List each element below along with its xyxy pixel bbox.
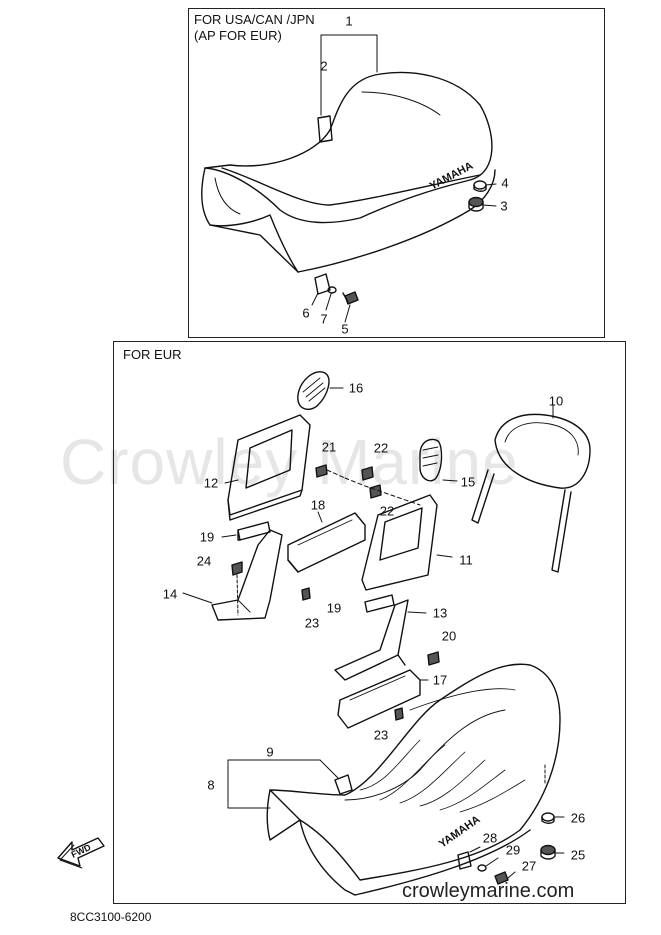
leader-group-1	[320, 34, 378, 116]
part-12-grab-bracket	[227, 414, 311, 521]
callout-17: 17	[432, 672, 448, 688]
part-26-washer	[541, 812, 555, 824]
part-22-bolt-a	[361, 466, 374, 481]
part-21-bolt	[315, 464, 346, 479]
part-19-pad-left	[237, 521, 271, 541]
part-25-grommet	[540, 844, 556, 860]
callout-20: 20	[441, 628, 457, 644]
part-3-grommet	[468, 196, 484, 212]
leaders-3-4	[482, 183, 497, 207]
part-6-bracket	[314, 273, 331, 295]
part-18-block	[287, 512, 366, 573]
callout-6: 6	[302, 305, 310, 321]
callout-22-top: 22	[373, 440, 389, 456]
callout-13: 13	[432, 605, 448, 621]
callout-11: 11	[459, 552, 473, 568]
part-28-bracket	[457, 851, 472, 870]
callout-2: 2	[320, 58, 328, 74]
yamaha-brand-top: YAMAHA	[428, 160, 475, 193]
callout-4: 4	[501, 175, 509, 191]
part-8-seat	[266, 663, 561, 896]
forward-arrow-icon	[57, 837, 105, 869]
part-16-grip	[297, 371, 330, 411]
part-9-hatch	[334, 774, 353, 795]
callout-12: 12	[203, 475, 219, 491]
callout-21: 21	[321, 439, 337, 455]
part-4-washer	[473, 180, 487, 192]
callout-9: 9	[266, 744, 274, 760]
callout-10: 10	[548, 393, 564, 409]
callout-27: 27	[521, 858, 537, 874]
callout-24: 24	[196, 553, 212, 569]
callout-3: 3	[500, 198, 508, 214]
eur-seat-panel	[113, 341, 626, 904]
callout-28: 28	[482, 830, 498, 846]
leaders-5-6-7	[311, 292, 351, 323]
callout-7: 7	[320, 311, 328, 327]
callout-5: 5	[341, 321, 349, 337]
callout-19-left: 19	[199, 529, 215, 545]
callout-19-right: 19	[326, 600, 342, 616]
region-title-usa-line2: (AP FOR EUR)	[194, 28, 282, 43]
part-23-screw-right	[394, 707, 404, 721]
callout-15: 15	[460, 474, 476, 490]
part-19-pad-right	[364, 594, 395, 613]
callout-14: 14	[162, 586, 178, 602]
part-24-screw	[231, 561, 243, 616]
part-7-washer	[327, 286, 337, 294]
top-seat-assembly	[201, 71, 496, 273]
part-23-screw-left	[301, 587, 311, 601]
callout-25: 25	[570, 847, 586, 863]
callout-8: 8	[207, 777, 215, 793]
part-15-grip	[419, 438, 443, 482]
website-watermark: crowleymarine.com	[402, 880, 575, 902]
region-title-usa-line1: FOR USA/CAN /JPN	[194, 12, 315, 27]
part-14-bracket	[211, 529, 283, 621]
yamaha-brand-bottom: YAMAHA	[437, 813, 483, 850]
callout-1: 1	[345, 13, 353, 29]
callout-29: 29	[505, 842, 521, 858]
leader-8	[227, 759, 321, 809]
part-20-screw	[427, 651, 440, 666]
part-17-block	[337, 669, 421, 729]
part-29-washer	[477, 864, 487, 872]
part-27-bolt	[494, 871, 509, 885]
part-11-grab-bracket	[361, 494, 438, 591]
usa-can-jpn-seat-panel	[188, 8, 605, 338]
region-title-eur: FOR EUR	[123, 347, 182, 362]
part-5-bolt	[342, 291, 359, 305]
part-22-bolt-b	[369, 484, 382, 499]
part-13-bracket	[334, 599, 409, 681]
callout-22-bottom: 22	[379, 503, 395, 519]
callout-23-left: 23	[304, 615, 320, 631]
callout-26: 26	[570, 810, 586, 826]
part-10-backrest	[471, 413, 591, 573]
callout-23-right: 23	[373, 727, 389, 743]
callout-16: 16	[348, 380, 364, 396]
leader-12	[224, 479, 239, 484]
catalog-number: 8CC3100-6200	[70, 910, 152, 924]
callout-18: 18	[310, 497, 326, 513]
